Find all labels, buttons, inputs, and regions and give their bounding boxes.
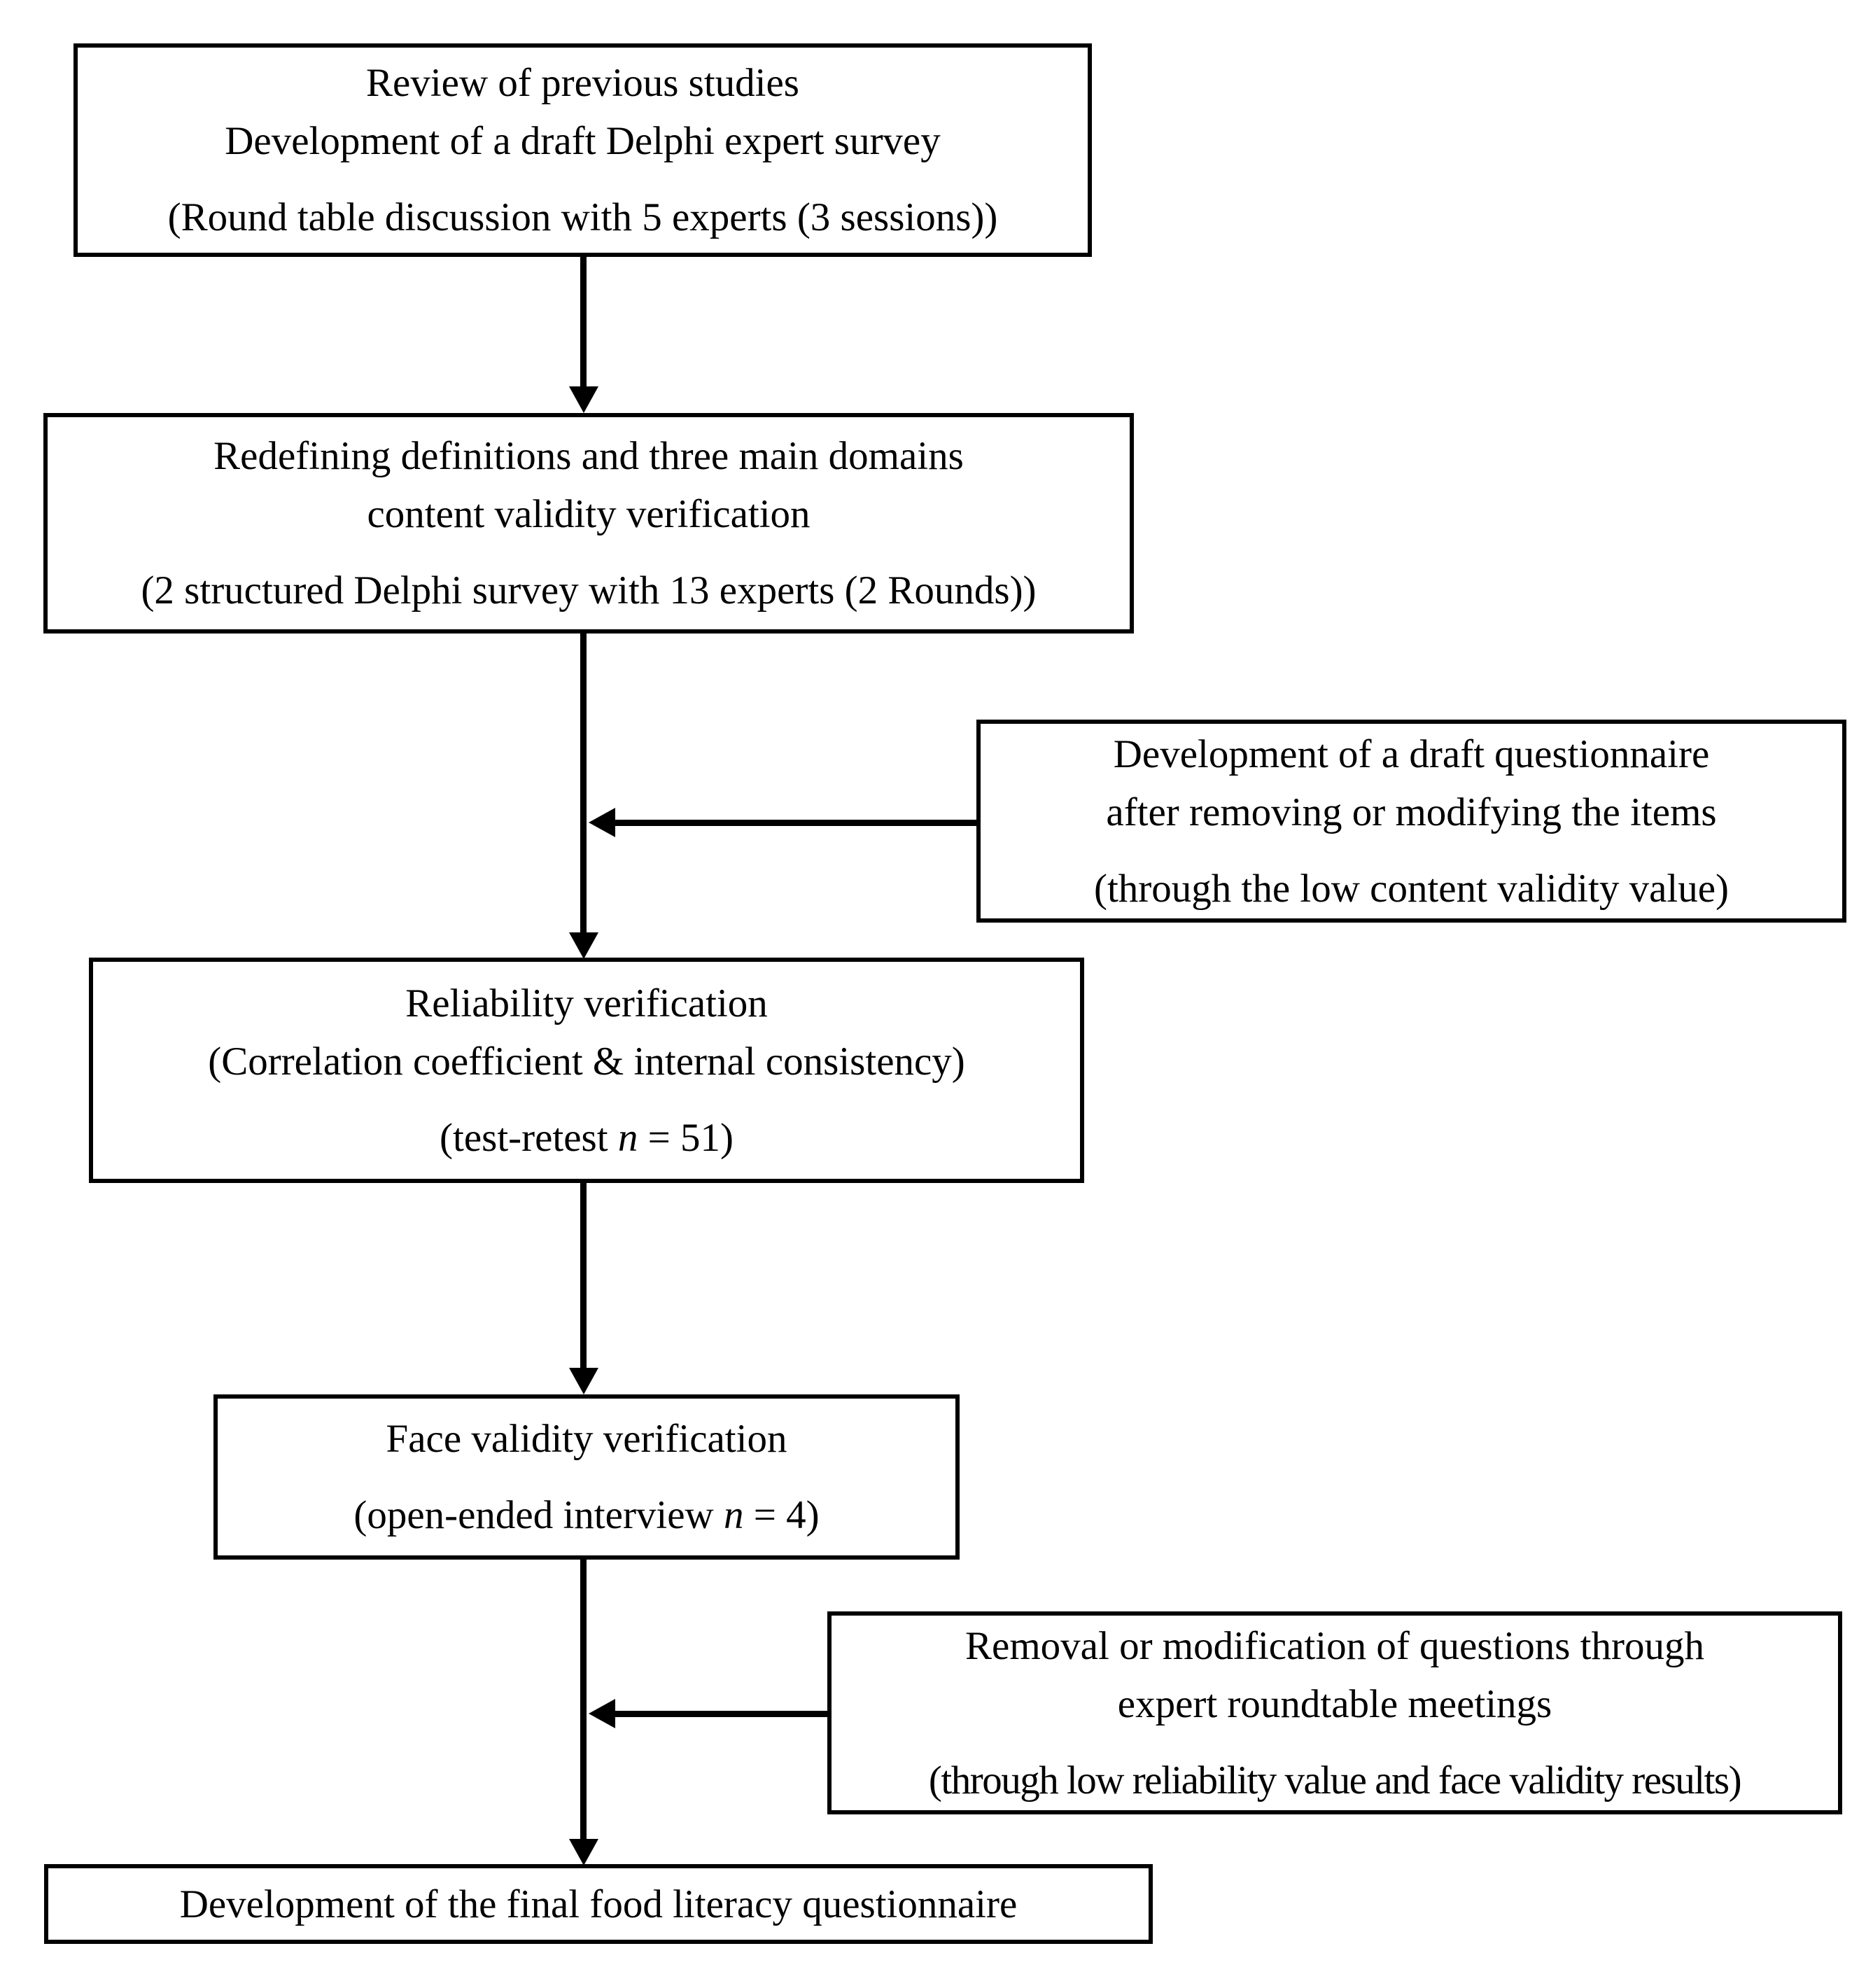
box-face-validity-sub-post: = 4)	[743, 1493, 820, 1537]
box-reliability-sub-pre: (test-retest	[440, 1115, 618, 1160]
box-removal-subline: (through low reliability value and face …	[928, 1758, 1742, 1802]
box-reliability-verification: Reliability verification (Correlation co…	[89, 958, 1084, 1183]
box-redefining-line-2: content validity verification	[367, 492, 811, 536]
arrow-down-4-shaft	[580, 1560, 587, 1842]
arrow-down-1-head-icon	[569, 386, 598, 413]
box-reliability-subline: (test-retest n = 51)	[440, 1109, 734, 1167]
box-review-subline: (Round table discussion with 5 experts (…	[167, 195, 998, 239]
box-reliability-sub-n: n	[617, 1115, 638, 1160]
arrow-left-1-head-icon	[589, 808, 615, 837]
box-reliability-sub-post: = 51)	[638, 1115, 734, 1160]
box-redefining-definitions: Redefining definitions and three main do…	[43, 413, 1134, 634]
box-removal-line-1: Removal or modification of questions thr…	[965, 1623, 1704, 1668]
box-redefining-subline: (2 structured Delphi survey with 13 expe…	[141, 568, 1037, 612]
box-reliability-line-1: Reliability verification	[405, 981, 768, 1026]
arrow-left-1-shaft	[612, 820, 976, 826]
box-final-questionnaire: Development of the final food literacy q…	[44, 1864, 1153, 1944]
box-review-previous-studies: Review of previous studies Development o…	[73, 43, 1092, 257]
box-draft-questionnaire-line-2: after removing or modifying the items	[1106, 790, 1717, 834]
arrow-down-3-head-icon	[569, 1368, 598, 1394]
box-reliability-line-2: (Correlation coefficient & internal cons…	[208, 1039, 965, 1084]
box-draft-questionnaire-line-1: Development of a draft questionnaire	[1113, 732, 1710, 776]
box-redefining-line-1: Redefining definitions and three main do…	[213, 434, 964, 478]
box-face-validity-line-1: Face validity verification	[386, 1417, 787, 1461]
box-face-validity-sub-pre: (open-ended interview	[353, 1493, 724, 1537]
box-face-validity-subline: (open-ended interview n = 4)	[353, 1486, 819, 1544]
arrow-down-1-shaft	[580, 255, 587, 389]
arrow-left-2-shaft	[612, 1711, 827, 1717]
box-review-line-2: Development of a draft Delphi expert sur…	[225, 119, 941, 163]
box-draft-questionnaire: Development of a draft questionnaire aft…	[976, 720, 1846, 923]
arrow-left-2-head-icon	[589, 1699, 615, 1728]
arrow-down-3-shaft	[580, 1182, 587, 1369]
box-face-validity: Face validity verification (open-ended i…	[213, 1394, 960, 1560]
box-removal-line-2: expert roundtable meetings	[1117, 1681, 1552, 1726]
arrow-down-2-head-icon	[569, 932, 598, 959]
arrow-down-2-shaft	[580, 629, 587, 935]
box-face-validity-sub-n: n	[723, 1493, 744, 1537]
box-draft-questionnaire-subline: (through the low content validity value)	[1093, 866, 1730, 911]
box-review-line-1: Review of previous studies	[366, 61, 799, 105]
box-final-line-1: Development of the final food literacy q…	[179, 1882, 1018, 1926]
box-removal-modification: Removal or modification of questions thr…	[827, 1611, 1842, 1814]
arrow-down-4-head-icon	[569, 1839, 598, 1865]
